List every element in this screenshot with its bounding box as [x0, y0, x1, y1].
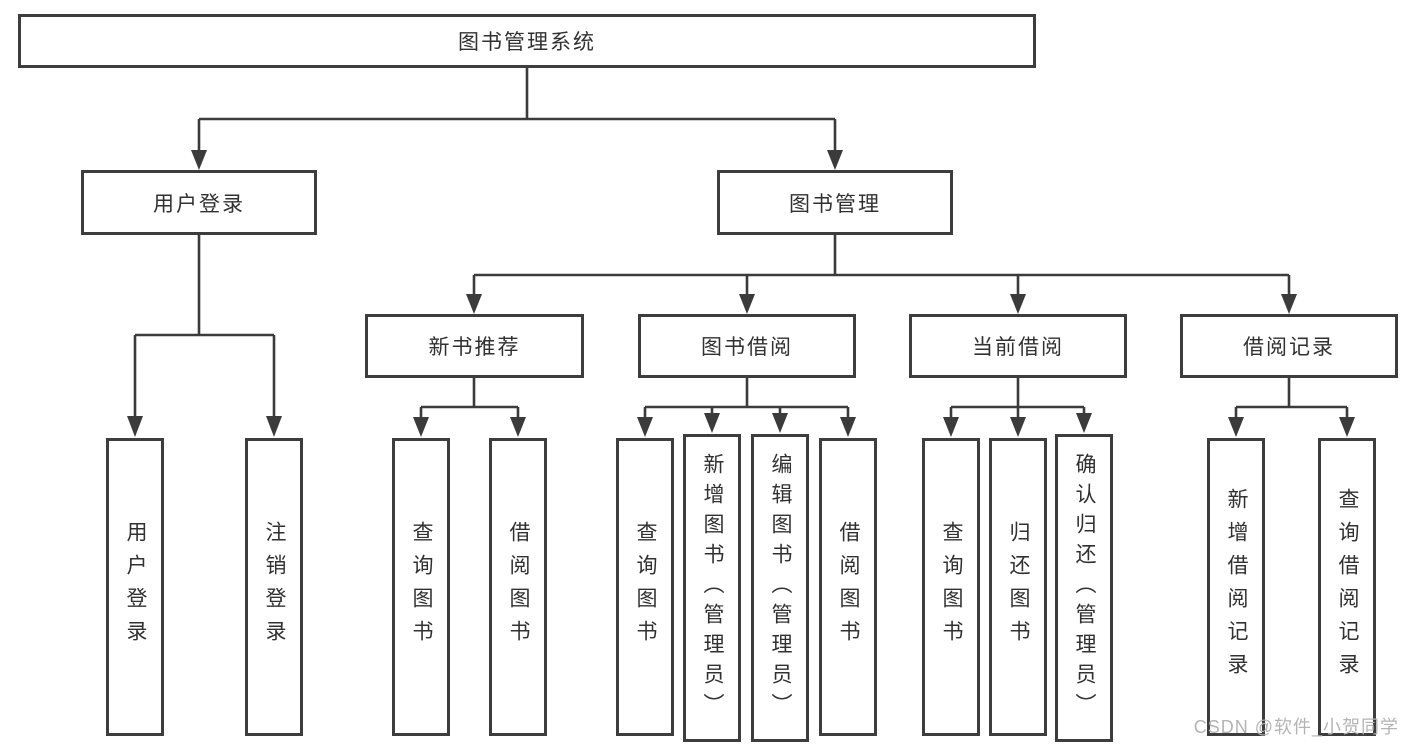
node-current-borrowing: 当前借阅	[909, 314, 1127, 378]
leaf-recommend-query-books: 查询图书	[392, 438, 450, 736]
leaf-logout: 注销登录	[245, 438, 303, 736]
leaf-borrowing-borrow-books: 借阅图书	[819, 438, 877, 736]
connector-root-to-level2	[191, 68, 843, 170]
node-book-borrowing: 图书借阅	[638, 314, 856, 378]
node-borrow-records: 借阅记录	[1180, 314, 1398, 378]
leaf-current-return-books: 归还图书	[989, 438, 1047, 736]
leaf-records-add-record: 新增借阅记录	[1207, 438, 1265, 736]
connector-userlogin-to-leaves	[127, 235, 282, 437]
connector-bookmgmt-to-level3	[466, 235, 1297, 314]
connector-records-to-leaves	[1228, 378, 1355, 437]
leaf-borrowing-query-books: 查询图书	[616, 438, 674, 736]
leaf-current-query-books: 查询图书	[922, 438, 980, 736]
leaf-user-login: 用户登录	[106, 438, 164, 736]
node-user-login: 用户登录	[81, 170, 317, 235]
leaf-recommend-borrow-books: 借阅图书	[489, 438, 547, 736]
leaf-records-query-record: 查询借阅记录	[1318, 438, 1376, 736]
node-library-system: 图书管理系统	[18, 14, 1036, 68]
connector-borrowing-to-leaves	[637, 378, 856, 437]
leaf-current-confirm-return-admin: 确认归还（管理员）	[1055, 434, 1113, 742]
leaf-borrowing-edit-books-admin: 编辑图书（管理员）	[751, 434, 809, 742]
node-new-book-recommend: 新书推荐	[365, 314, 584, 378]
connector-current-to-leaves	[943, 378, 1092, 437]
node-book-management: 图书管理	[717, 170, 953, 235]
leaf-borrowing-add-books-admin: 新增图书（管理员）	[683, 434, 741, 742]
connector-recommend-to-leaves	[413, 378, 526, 437]
csdn-watermark: CSDN @软件_小贺同学	[1193, 717, 1399, 737]
